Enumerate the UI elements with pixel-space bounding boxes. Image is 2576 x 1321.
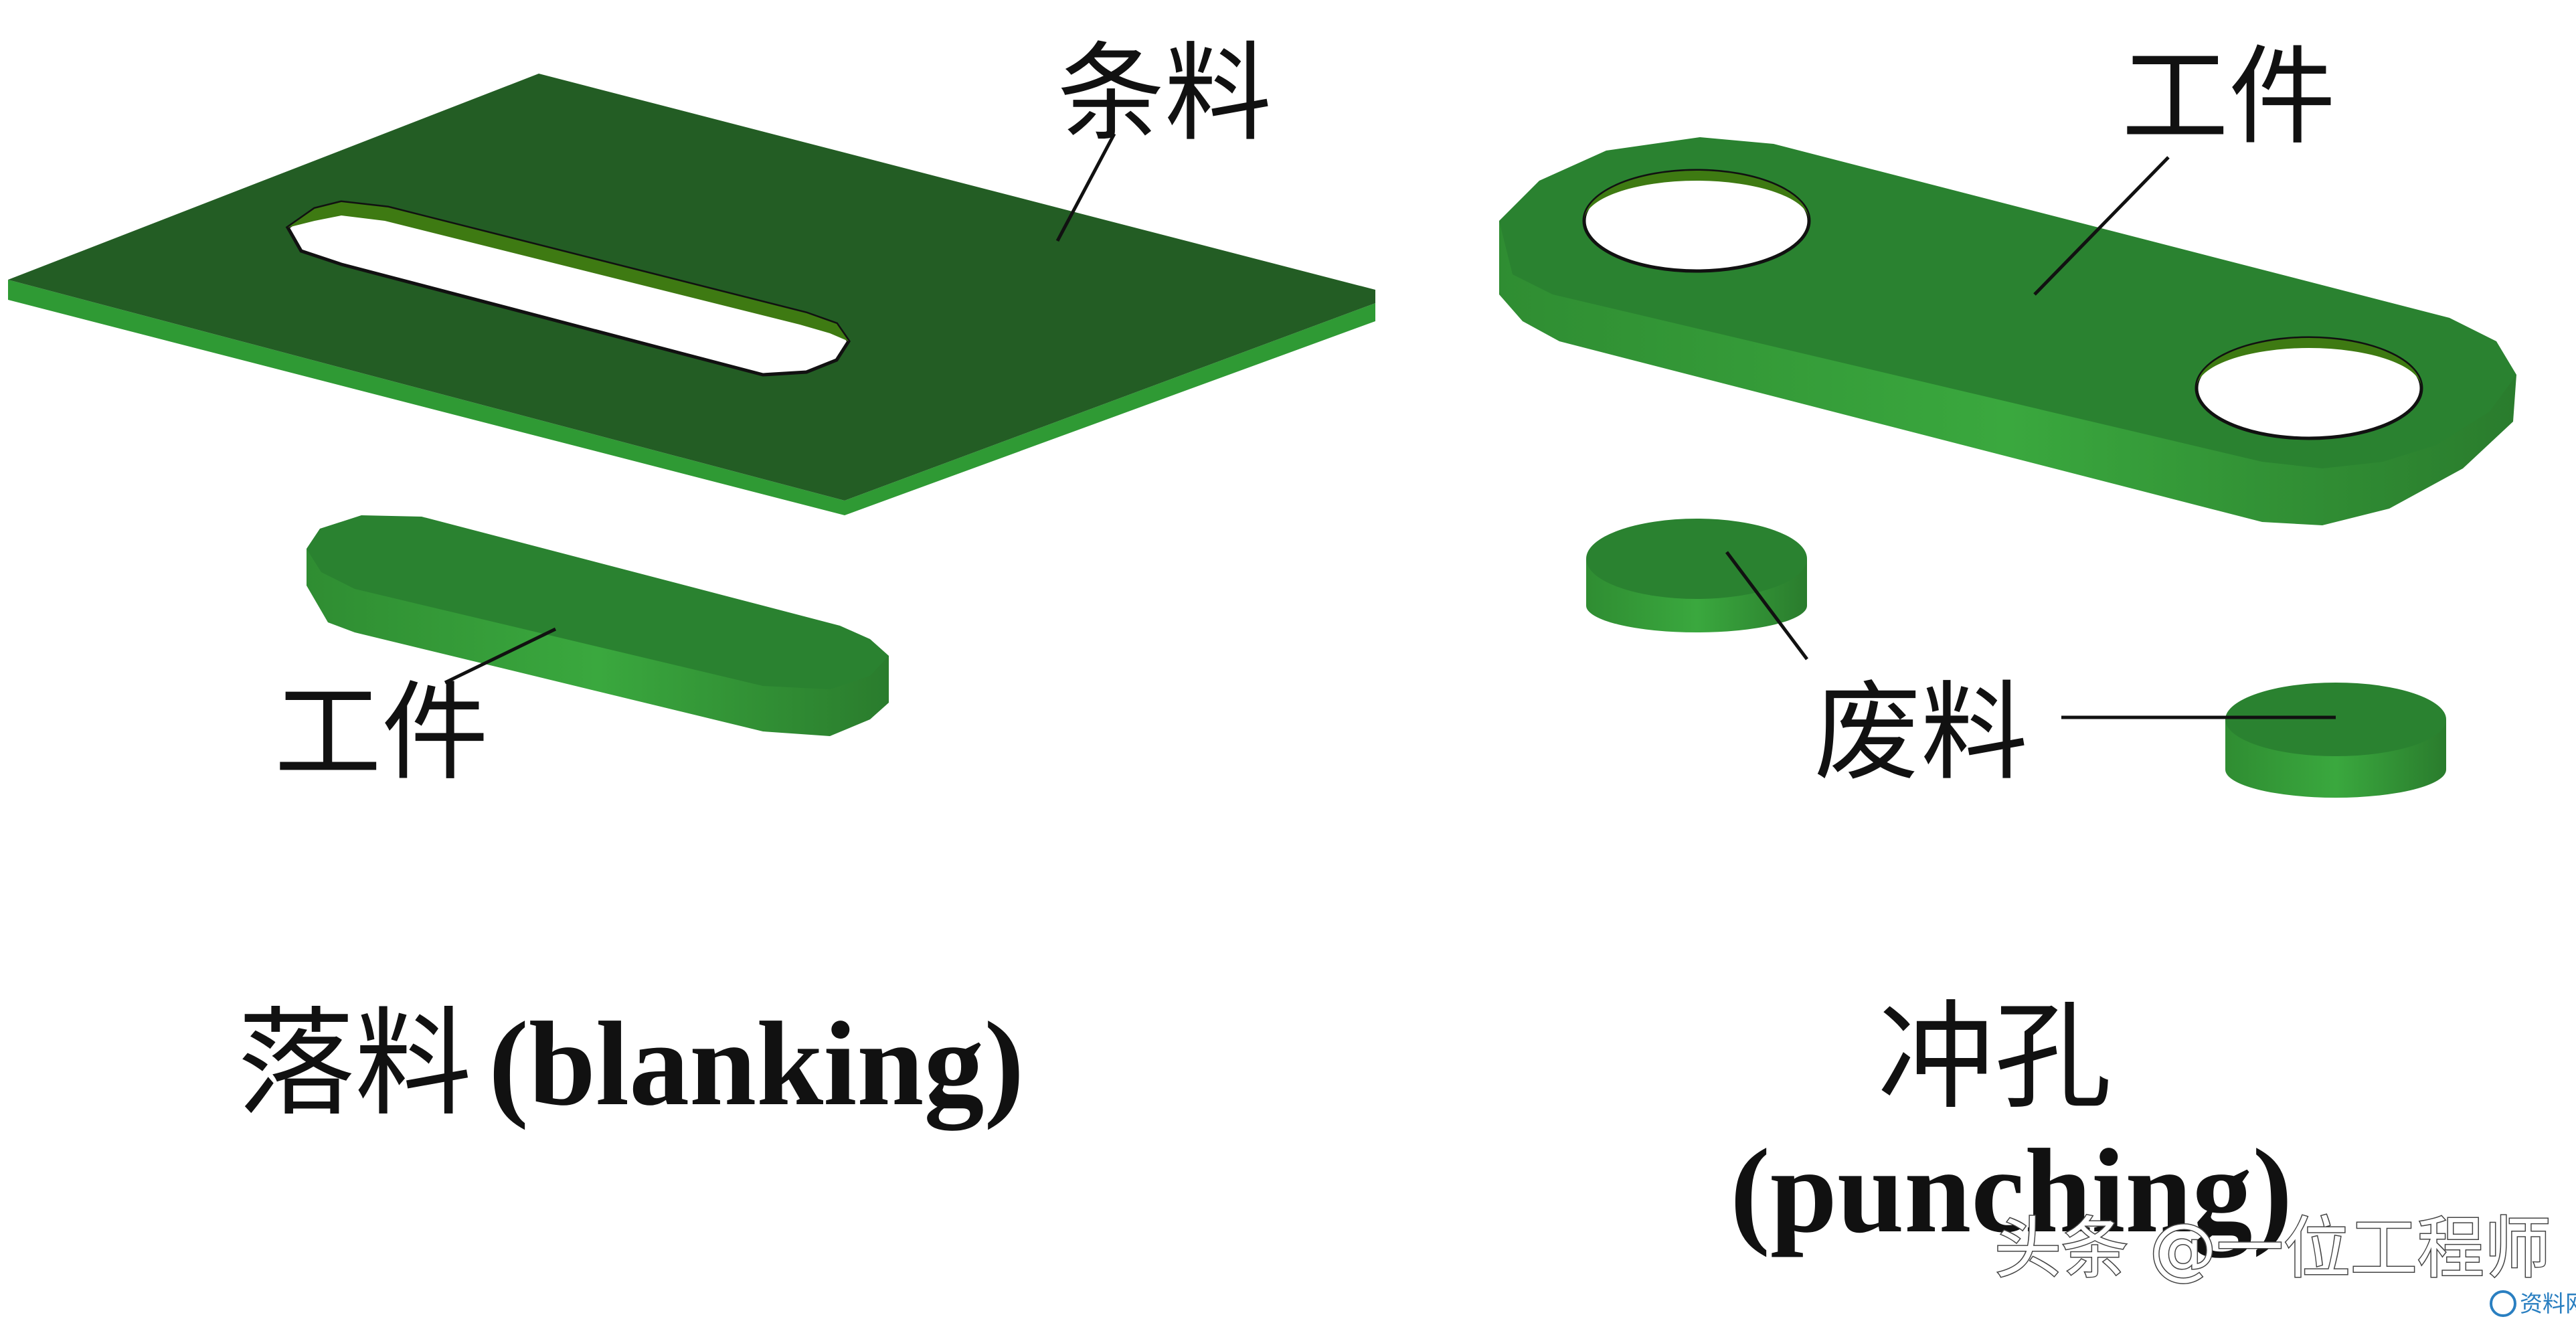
watermark-logo-icon bbox=[2490, 1290, 2516, 1317]
scrap-slug-2-top bbox=[2225, 683, 2446, 756]
scrap-slug-1 bbox=[1586, 519, 1807, 632]
punched-hole-1-wall bbox=[1584, 171, 1809, 221]
strip-leader-line bbox=[1055, 133, 1116, 242]
scrap-slug-1-top bbox=[1586, 519, 1807, 599]
scrap-slug-2 bbox=[2225, 683, 2446, 798]
blanked-part bbox=[307, 515, 889, 736]
blanking-caption-cn: 落料 bbox=[238, 996, 472, 1132]
punched-part-label: 工件 bbox=[2122, 34, 2336, 159]
blanking-caption-en: (blanking) bbox=[489, 997, 1024, 1131]
blanked-part-top bbox=[307, 515, 889, 689]
punched-hole-2-wall bbox=[2197, 338, 2421, 388]
strip-plate bbox=[8, 74, 1375, 515]
punched-part bbox=[1499, 137, 2516, 525]
punching-section: 工件 废料 冲孔 (punching) bbox=[1499, 34, 2516, 1258]
scrap-leader-line-1 bbox=[1725, 551, 1808, 660]
strip-plate-edge bbox=[8, 280, 1375, 515]
strip-label: 条料 bbox=[1057, 31, 1272, 156]
watermark: 头条 @一位工程师 资料网 bbox=[1994, 1209, 2576, 1318]
blanked-part-leader-line bbox=[444, 627, 557, 685]
watermark-text: 头条 @一位工程师 bbox=[1994, 1209, 2551, 1288]
scrap-label: 废料 bbox=[1814, 670, 2028, 795]
watermark-logo-text: 资料网 bbox=[2520, 1291, 2576, 1318]
punched-part-leader-line bbox=[2033, 156, 2170, 296]
blanking-section: 条料 工件 落料 (blanking) bbox=[8, 31, 1375, 1132]
punching-caption-cn: 冲孔 bbox=[1877, 990, 2112, 1126]
blanked-part-label: 工件 bbox=[274, 670, 489, 795]
punching-caption-en: (punching) bbox=[1730, 1124, 2292, 1258]
